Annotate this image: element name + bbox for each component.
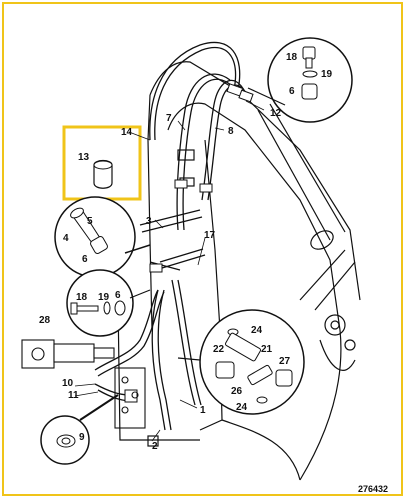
part-label: 3: [146, 216, 152, 227]
part-label: 19: [98, 292, 110, 303]
part-label: 4: [63, 233, 69, 244]
part-label: 13: [78, 152, 90, 163]
part-label: 24: [251, 325, 263, 336]
hose-fittings: [124, 83, 254, 403]
part-label: 5: [87, 216, 93, 227]
cap-icon: [215, 361, 235, 379]
coupler-icon: [225, 332, 261, 362]
callout-fitting-left: [54, 196, 151, 278]
part-label: 17: [204, 230, 216, 241]
part-label: 21: [261, 344, 273, 355]
part-label: 6: [115, 290, 121, 301]
part-label: 18: [286, 52, 298, 63]
bolt-icon: [75, 305, 99, 312]
hydraulic-hoses: [94, 41, 249, 431]
ram-cylinder-28: [21, 339, 115, 369]
callout-part-9: [40, 394, 119, 465]
part-label: 2: [152, 441, 158, 452]
part-label: 1: [200, 405, 206, 416]
part-label: 18: [76, 292, 88, 303]
washer-icon: [103, 301, 111, 315]
sleeve-icon: [114, 300, 126, 316]
sleeve-icon: [90, 236, 108, 254]
part-label: 14: [121, 127, 133, 138]
part-label: 7: [166, 113, 172, 124]
part-label: 19: [321, 69, 333, 80]
part-label: 9: [79, 432, 85, 443]
cap-icon: [275, 369, 293, 387]
part-label: 6: [82, 254, 88, 265]
leader-lines: [74, 100, 265, 442]
callout-pin-assembly-mid: [66, 269, 151, 337]
part-label: 8: [228, 126, 234, 137]
sleeve-icon: [301, 83, 318, 100]
part-label: 27: [279, 356, 291, 367]
nut-icon: [56, 434, 76, 448]
part-label: 28: [39, 315, 51, 326]
coupler-icon: [247, 364, 273, 386]
valve-block: [114, 367, 146, 429]
washer-icon: [256, 396, 268, 404]
washer-icon: [302, 70, 318, 78]
bolt-icon: [302, 46, 316, 60]
part-label: 24: [236, 402, 248, 413]
part-label: 11: [68, 390, 79, 401]
part-label: 26: [231, 386, 243, 397]
part-label: 6: [289, 86, 295, 97]
boom-arm: [117, 61, 361, 481]
part-label: 22: [213, 344, 225, 355]
callout-quick-coupler: [177, 309, 305, 415]
part-labels: 18 19 6 12 7 8 14 13 5 4 6 3 17 18 19 6 …: [39, 52, 333, 452]
part-label: 10: [62, 378, 74, 389]
callout-pin-assembly-top: [247, 37, 353, 123]
drawing-reference-number: 276432: [358, 484, 388, 494]
part-label: 12: [270, 108, 282, 119]
highlight-frame: [2, 2, 403, 496]
